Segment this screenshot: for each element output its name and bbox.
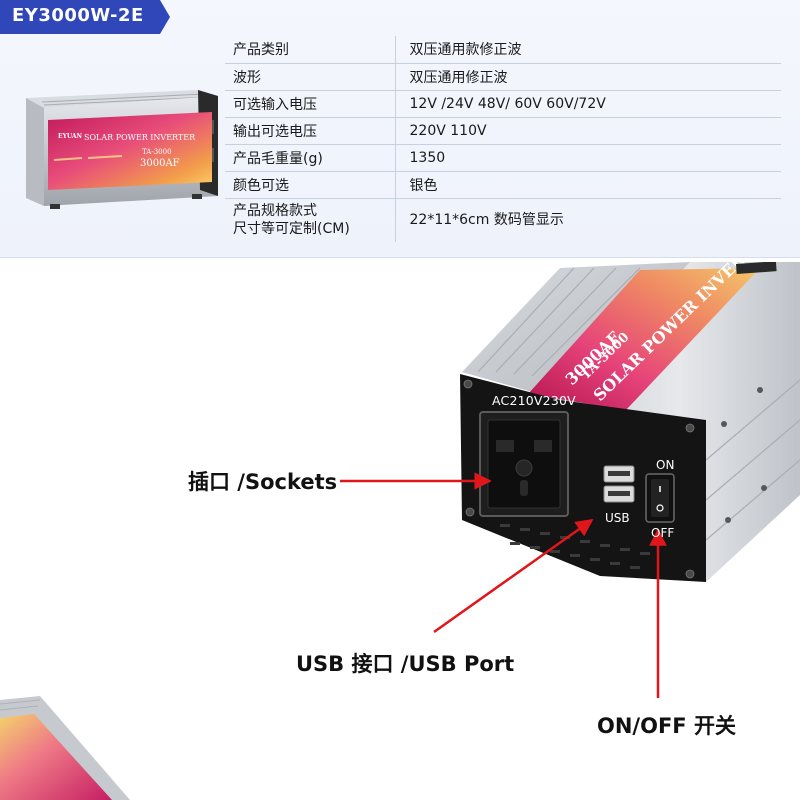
thumb-brand: EYUAN xyxy=(58,133,83,140)
spec-key: 产品规格款式 尺寸等可定制(CM) xyxy=(225,198,396,242)
sockets-callout: 插口 /Sockets xyxy=(188,470,338,494)
spec-value: 220V 110V xyxy=(395,117,781,145)
ac-voltage-label: AC210V230V xyxy=(492,393,576,408)
model-tag-shape xyxy=(0,0,170,34)
spec-key: 颜色可选 xyxy=(225,171,396,199)
spec-value: 双压通用修正波 xyxy=(395,63,781,91)
product-photo: SOLAR POWER INVERTER TA-3000 3000AF xyxy=(0,262,800,800)
spec-key: 产品类别 xyxy=(225,36,396,64)
thumb-line1: SOLAR POWER INVERTER xyxy=(84,133,196,142)
spec-key: 可选输入电压 xyxy=(225,90,396,118)
model-name: EY3000W-2E xyxy=(12,5,144,26)
thumb-line2: TA-3000 xyxy=(142,148,172,156)
spec-key-line1: 产品规格款式 xyxy=(233,203,317,220)
usb-ports xyxy=(603,465,635,503)
spec-table: 产品类别 双压通用款修正波 波形 双压通用修正波 可选输入电压 12V /24V… xyxy=(225,36,781,242)
spec-value: 22*11*6cm 数码管显示 xyxy=(409,212,564,229)
usb-arrow xyxy=(433,518,594,634)
spec-value: 1350 xyxy=(395,144,781,172)
product-thumbnail: EYUAN SOLAR POWER INVERTER TA-3000 3000A… xyxy=(26,90,218,209)
onoff-callout: ON/OFF 开关 xyxy=(597,714,736,738)
spec-key-line2: 尺寸等可定制(CM) xyxy=(233,221,350,238)
spec-key: 波形 xyxy=(225,63,396,91)
spec-row: 波形 双压通用修正波 xyxy=(225,63,781,91)
on-label: ON xyxy=(656,458,675,472)
spec-value: 银色 xyxy=(395,171,781,199)
spec-key: 产品毛重量(g) xyxy=(225,144,396,172)
second-unit-label xyxy=(0,714,112,800)
usb-label: USB xyxy=(605,511,630,525)
spec-panel: EY3000W-2E xyxy=(0,0,800,258)
spec-row: 产品类别 双压通用款修正波 xyxy=(225,36,781,64)
thumb-line3: 3000AF xyxy=(140,158,180,169)
power-switch xyxy=(645,473,675,523)
inverter-top-label xyxy=(528,268,760,410)
off-label: OFF xyxy=(651,526,675,540)
spec-row: 产品毛重量(g) 1350 xyxy=(225,144,781,172)
usb-callout: USB 接口 /USB Port xyxy=(296,652,515,676)
spec-row: 颜色可选 银色 xyxy=(225,171,781,199)
spec-row: 输出可选电压 220V 110V xyxy=(225,117,781,145)
ac-socket xyxy=(479,411,569,517)
spec-row: 可选输入电压 12V /24V 48V/ 60V 60V/72V xyxy=(225,90,781,118)
spec-value: 双压通用款修正波 xyxy=(395,36,781,64)
spec-key: 输出可选电压 xyxy=(225,117,396,145)
spec-value: 12V /24V 48V/ 60V 60V/72V xyxy=(395,90,781,118)
spec-row: 产品规格款式 尺寸等可定制(CM) 22*11*6cm 数码管显示 xyxy=(225,198,781,242)
model-tag: EY3000W-2E xyxy=(0,0,170,34)
